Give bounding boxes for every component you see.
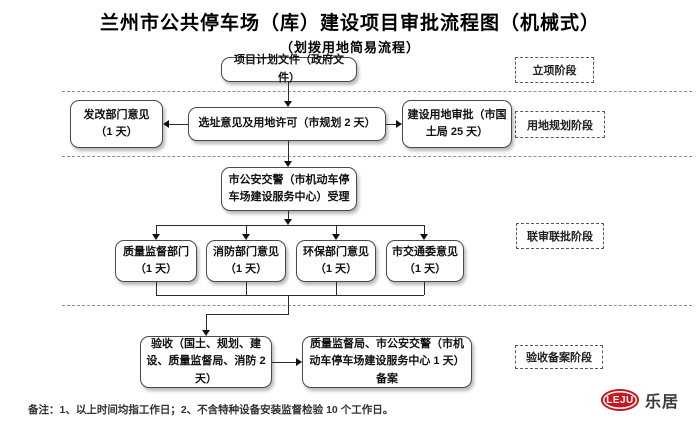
separator-line-1 xyxy=(62,91,692,92)
phase-label-yongdi: 用地规划阶段 xyxy=(515,111,605,138)
elbow-down xyxy=(288,295,289,314)
connector-site-to-police xyxy=(288,141,289,161)
flow-node-fire-dept: 消防部门意见（1 天） xyxy=(206,240,286,282)
connector-site-to-land xyxy=(386,124,396,125)
flow-node-traffic-committee: 市交通委意见（1 天） xyxy=(386,240,464,282)
arrowhead-into-filing xyxy=(296,358,302,366)
arrowhead-into-branch xyxy=(284,219,292,225)
merge-drop-1 xyxy=(156,282,157,295)
footnote-text: 备注：1、以上时间均指工作日；2、不含特种设备安装监督检验 10 个工作日。 xyxy=(28,404,394,416)
flow-node-env-dept: 环保部门意见（1 天） xyxy=(296,240,376,282)
flow-node-site-permit: 选址意见及用地许可（市规划 2 天） xyxy=(188,107,386,141)
branch-line-top xyxy=(156,225,424,226)
connector-site-to-fagai xyxy=(169,124,188,125)
connector-police-to-branch xyxy=(288,211,289,220)
phase-label-lixiang: 立项阶段 xyxy=(515,57,594,83)
arrowhead-into-police xyxy=(284,161,292,167)
branch-drop-1 xyxy=(156,225,157,235)
arrowhead-into-quality xyxy=(152,234,160,240)
flow-node-quality-dept: 质量监督部门（1 天） xyxy=(115,240,197,282)
flow-node-police-accept: 市公安交警（市机动车停车场建设服务中心）受理 xyxy=(221,167,357,211)
flow-node-acceptance: 验收（国土、规划、建设、质量监督局、消防 2 天） xyxy=(140,336,272,388)
connector-plan-to-site xyxy=(288,81,289,102)
leju-logo: LEJU 乐居 xyxy=(601,388,679,412)
merge-drop-2 xyxy=(246,282,247,295)
arrowhead-into-fagai xyxy=(163,120,169,128)
arrowhead-into-fire xyxy=(242,234,250,240)
arrowhead-into-traffic xyxy=(420,234,428,240)
flow-node-record-filing: 质量监督局、市公安交警（市机动车停车场建设服务中心 1 天）备案 xyxy=(302,336,472,388)
merge-drop-3 xyxy=(336,282,337,295)
elbow-drop xyxy=(206,314,207,330)
branch-line-bottom xyxy=(156,295,424,296)
flow-node-land-approval: 建设用地审批（市国土局 25 天） xyxy=(402,100,512,148)
separator-line-3 xyxy=(62,305,692,306)
arrowhead-into-env xyxy=(332,234,340,240)
flow-node-plan-doc: 项目计划文件（政府文件） xyxy=(221,54,357,84)
page-subtitle: （划拨用地简易流程） xyxy=(279,40,420,55)
branch-drop-2 xyxy=(246,225,247,235)
separator-line-2 xyxy=(62,156,692,157)
arrowhead-into-acceptance xyxy=(202,330,210,336)
page-title: 兰州市公共停车场（库）建设项目审批流程图（机械式） xyxy=(99,13,600,34)
elbow-across xyxy=(206,314,289,315)
connector-acceptance-to-filing xyxy=(272,362,296,363)
leju-logo-name: 乐居 xyxy=(645,394,680,411)
branch-drop-4 xyxy=(424,225,425,235)
branch-drop-3 xyxy=(336,225,337,235)
merge-drop-4 xyxy=(424,282,425,295)
phase-label-lianshen: 联审联批阶段 xyxy=(516,223,604,249)
flow-node-fagai: 发改部门意见（1 天） xyxy=(70,100,163,148)
leju-logo-badge-icon: LEJU xyxy=(601,389,639,411)
arrowhead-into-land xyxy=(396,120,402,128)
phase-label-yanshou: 验收备案阶段 xyxy=(515,345,603,369)
arrowhead-into-site xyxy=(284,101,292,107)
